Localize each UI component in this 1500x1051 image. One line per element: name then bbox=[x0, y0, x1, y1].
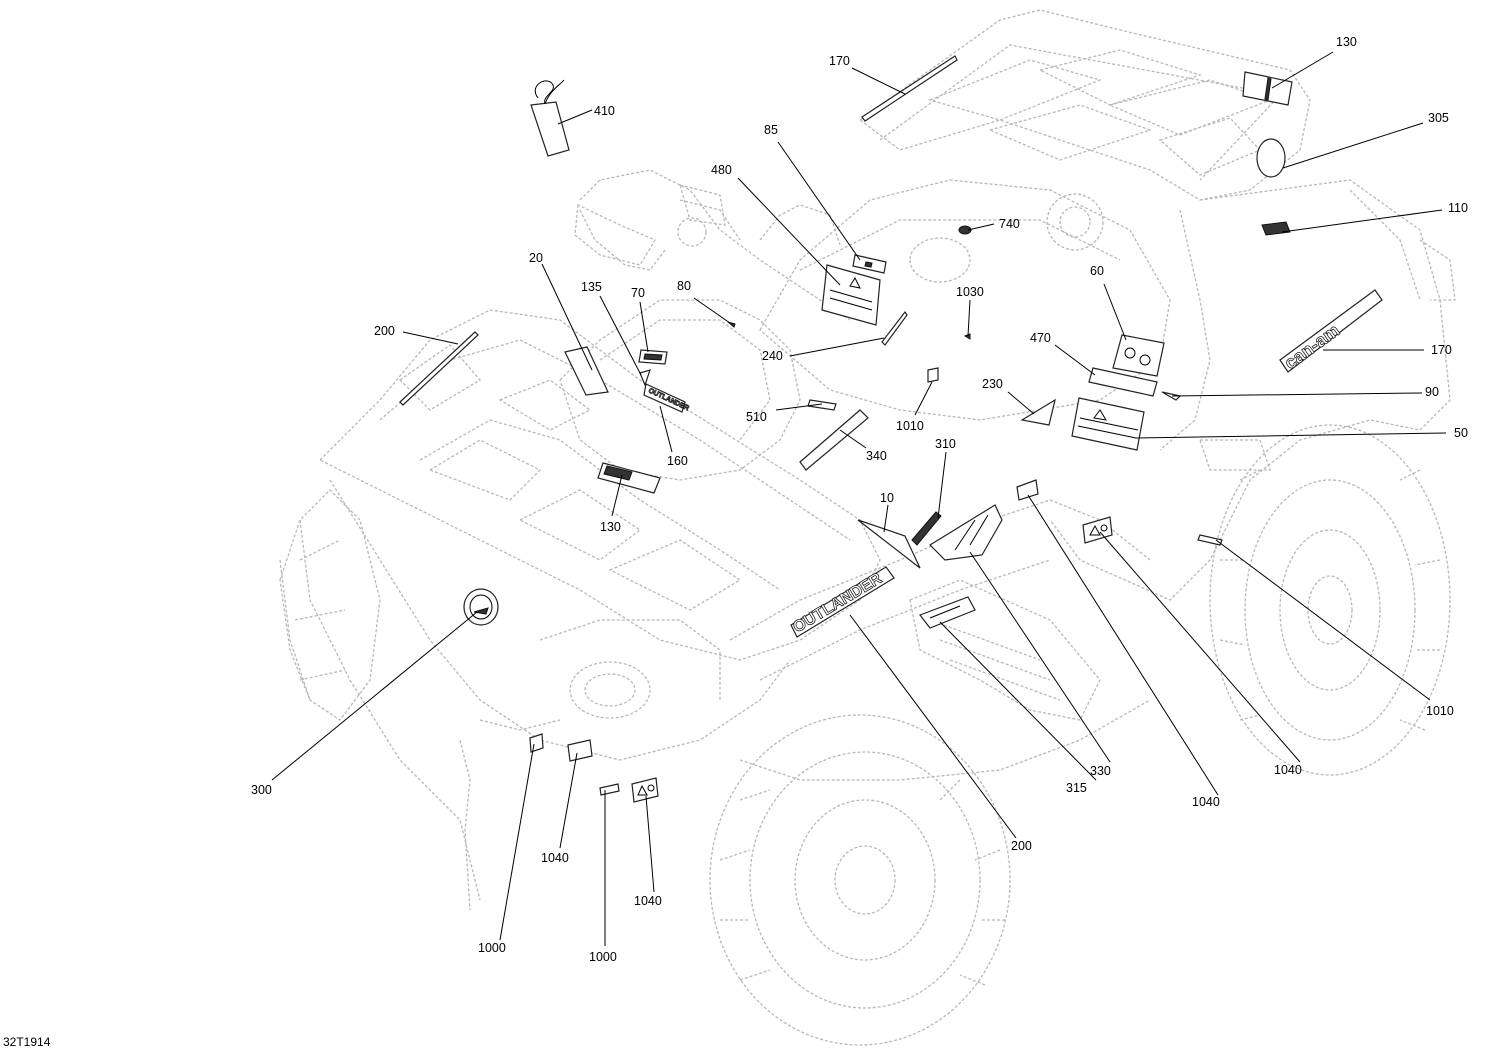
callout-200-rack: 200 bbox=[374, 324, 395, 338]
callout-230: 230 bbox=[982, 377, 1003, 391]
decal-310-strip bbox=[911, 511, 942, 546]
decal-170-can-am-logo: can-am bbox=[1279, 289, 1383, 374]
decal-1000-badge-left bbox=[529, 733, 544, 753]
decal-330-panel bbox=[929, 504, 1003, 561]
decal-305-oval bbox=[1256, 138, 1286, 178]
decal-110-badge bbox=[1261, 221, 1291, 236]
callout-740: 740 bbox=[999, 217, 1020, 231]
callout-300: 300 bbox=[251, 783, 272, 797]
decal-300-round-badge bbox=[463, 588, 499, 626]
callout-70: 70 bbox=[631, 286, 645, 300]
decal-170-rack-strip bbox=[861, 55, 958, 122]
callout-1040-upper: 1040 bbox=[1192, 795, 1220, 809]
callout-1010-upper: 1010 bbox=[896, 419, 924, 433]
decal-240-strip bbox=[881, 310, 908, 346]
callout-60: 60 bbox=[1090, 264, 1104, 278]
decal-60-label bbox=[1112, 334, 1165, 377]
callout-480: 480 bbox=[711, 163, 732, 177]
callout-1040-right: 1040 bbox=[1274, 763, 1302, 777]
callout-200-side: 200 bbox=[1011, 839, 1032, 853]
callout-1040-lower-icons: 1040 bbox=[634, 894, 662, 908]
decal-1000-badge-center bbox=[599, 783, 620, 796]
decal-1040-icons-right bbox=[1082, 516, 1113, 544]
leader-lines bbox=[271, 51, 1447, 946]
decal-160-outlander-badge: OUTLANDER bbox=[643, 383, 690, 413]
decal-50-warning-label bbox=[1071, 397, 1145, 451]
decal-130-front-label bbox=[597, 462, 661, 494]
decal-410-hang-tag bbox=[530, 79, 570, 157]
callout-labels: 170 130 410 305 85 480 110 740 20 60 135… bbox=[251, 35, 1468, 964]
callout-85: 85 bbox=[764, 123, 778, 137]
decal-1040-rect-lower bbox=[567, 739, 593, 762]
decal-130-rear-rack-label bbox=[1242, 71, 1293, 106]
callout-510: 510 bbox=[746, 410, 767, 424]
decal-70-label bbox=[638, 349, 668, 365]
decal-1010-rear-badge bbox=[1197, 534, 1223, 546]
decal-480-warning-label bbox=[821, 264, 881, 326]
decal-1030-small bbox=[963, 333, 971, 340]
callout-410: 410 bbox=[594, 104, 615, 118]
callout-1030: 1030 bbox=[956, 285, 984, 299]
callout-1010-rear: 1010 bbox=[1426, 704, 1454, 718]
callout-110: 110 bbox=[1448, 201, 1468, 215]
figure-id: 32T1914 bbox=[3, 1035, 51, 1049]
callout-135: 135 bbox=[581, 280, 602, 294]
callout-310: 310 bbox=[935, 437, 956, 451]
decal-can-am-text: can-am bbox=[1281, 320, 1344, 373]
callout-240: 240 bbox=[762, 349, 783, 363]
decal-1010-small-upper bbox=[927, 367, 939, 383]
atv-outline bbox=[279, 9, 1456, 1046]
decal-340-panel bbox=[799, 409, 869, 471]
callout-1000-center: 1000 bbox=[589, 950, 617, 964]
callout-80: 80 bbox=[677, 279, 691, 293]
decal-200-rack-strip bbox=[399, 331, 479, 406]
callout-330: 330 bbox=[1090, 764, 1111, 778]
decal-740-round bbox=[958, 225, 972, 235]
callout-50: 50 bbox=[1454, 426, 1468, 440]
callout-170-rack: 170 bbox=[829, 54, 850, 68]
decal-1040-icons-lower bbox=[631, 777, 659, 803]
callout-170-logo: 170 bbox=[1431, 343, 1452, 357]
decal-85-label bbox=[852, 254, 887, 274]
callout-305: 305 bbox=[1428, 111, 1449, 125]
callout-470: 470 bbox=[1030, 331, 1051, 345]
callout-340: 340 bbox=[866, 449, 887, 463]
decal-135-triangle bbox=[639, 369, 651, 387]
decal-315-4x4-badge bbox=[919, 596, 976, 629]
callout-10: 10 bbox=[880, 491, 894, 505]
callout-1000-left: 1000 bbox=[478, 941, 506, 955]
decal-1040-rect-upper bbox=[1016, 479, 1039, 501]
callout-90: 90 bbox=[1425, 385, 1439, 399]
callout-315: 315 bbox=[1066, 781, 1087, 795]
decal-200-outlander: OUTLANDER bbox=[790, 566, 895, 638]
callout-1040-lower-rect: 1040 bbox=[541, 851, 569, 865]
decal-510-small bbox=[807, 399, 837, 411]
decal-90-small bbox=[1161, 391, 1182, 401]
callout-130-front: 130 bbox=[600, 520, 621, 534]
callout-20: 20 bbox=[529, 251, 543, 265]
callout-130-rear: 130 bbox=[1336, 35, 1357, 49]
decal-outlander-text: OUTLANDER bbox=[790, 570, 885, 637]
decal-20-panel bbox=[564, 346, 609, 396]
decal-10-panel bbox=[857, 519, 921, 569]
callout-160: 160 bbox=[667, 454, 688, 468]
decal-470-label bbox=[1088, 367, 1158, 397]
decal-230-triangle bbox=[1020, 398, 1056, 426]
